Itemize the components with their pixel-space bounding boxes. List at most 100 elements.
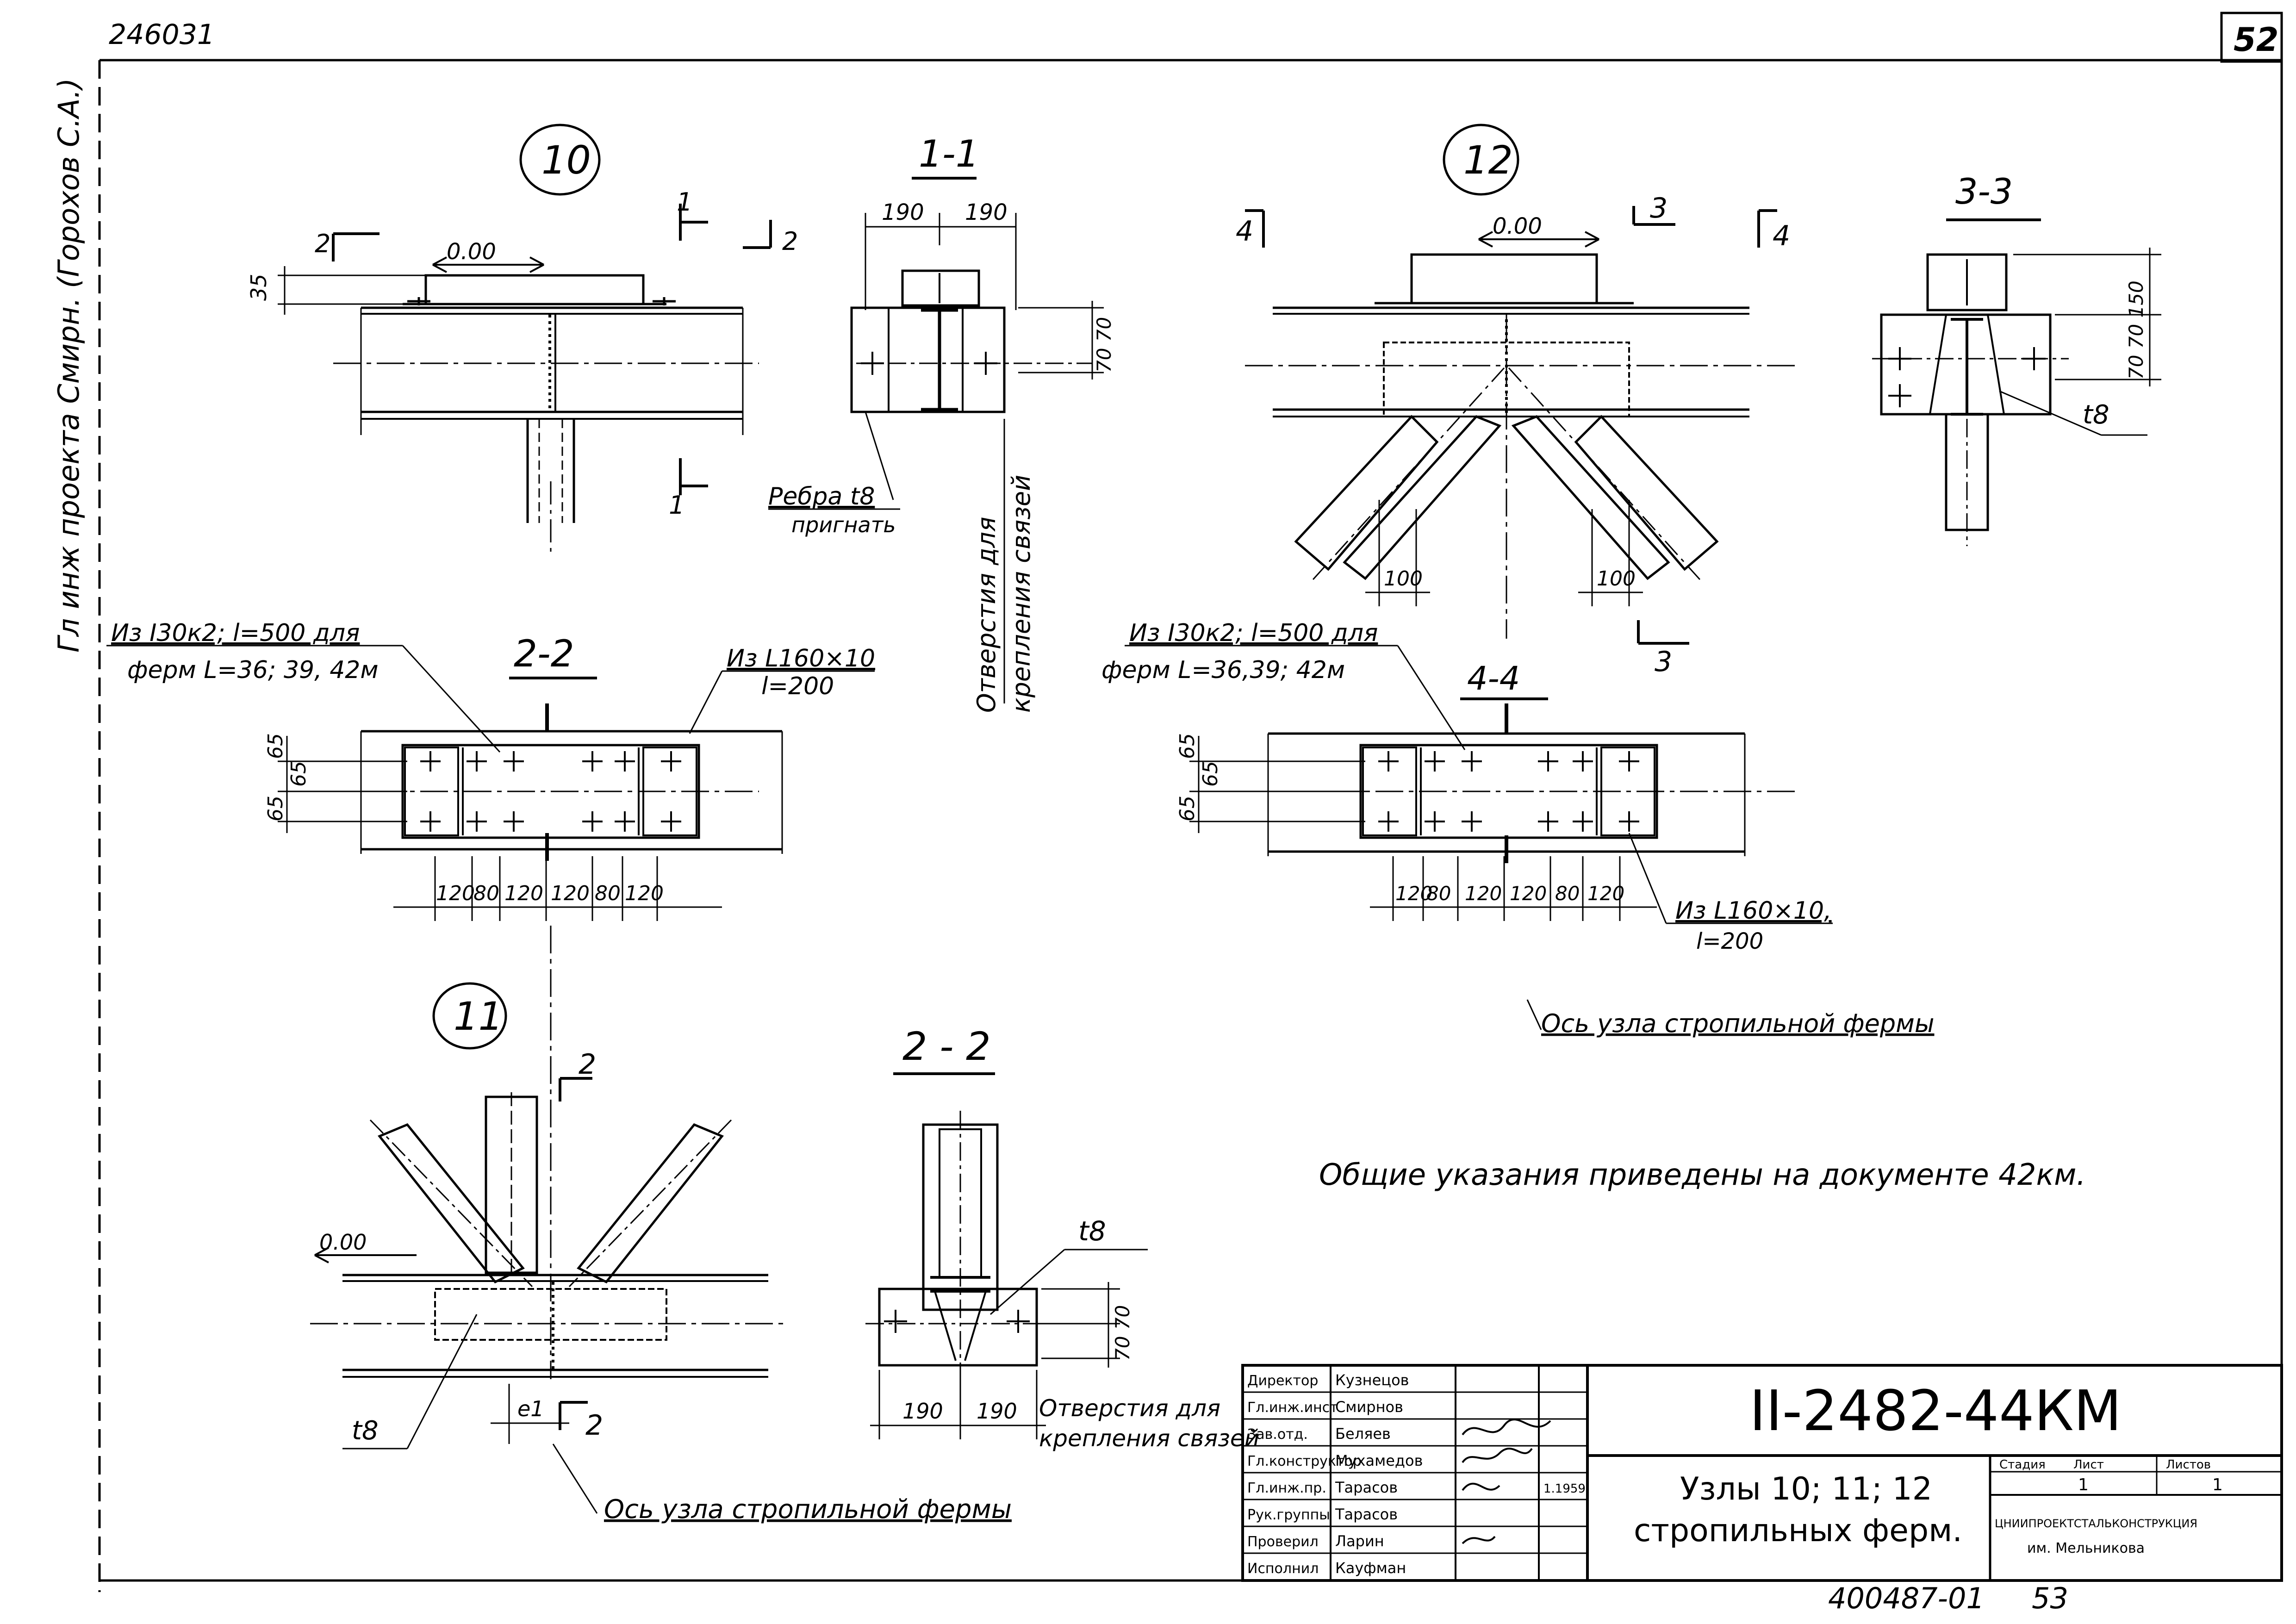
tb-role-2: Зав.отд.: [1247, 1426, 1308, 1443]
section-2-2-top: 2-2 Из I30к2; l=500 для ферм L=36; 39, 4…: [106, 619, 875, 921]
tb-stage-header: Стадия: [1999, 1458, 2046, 1472]
section-2-2-bottom-holes-note-1: Отверстия для: [1039, 1395, 1220, 1422]
section-4-4-dim-0: 120: [1395, 882, 1432, 905]
bolt-mark: [615, 751, 635, 772]
section-1-1-holes-note-2: крепления связей: [1007, 475, 1036, 713]
section-2-2-top-dim-left-2: 65: [264, 796, 287, 821]
node-11-level: 0.00: [319, 1230, 367, 1255]
sheet-frame: [98, 12, 2283, 1592]
sheet-number: 52: [2234, 21, 2278, 59]
section-2-2-top-dim-5: 120: [625, 882, 664, 905]
tb-name-4: Тарасов: [1335, 1479, 1398, 1496]
node-11-cut-2-top: 2: [579, 1048, 596, 1081]
node-12-label: 12: [1463, 137, 1513, 183]
section-1-1-rib-label: Ребра t8: [768, 483, 875, 510]
bolt-mark: [1462, 811, 1482, 832]
node-12-cut-4-left: 4: [1236, 215, 1253, 248]
side-note: Гл инж проекта Смирн. (Горохов С.А.): [52, 78, 86, 653]
section-2-2-top-note-right-2: l=200: [761, 672, 834, 700]
bolt-mark: [1538, 811, 1558, 832]
tb-name-0: Кузнецов: [1335, 1371, 1409, 1389]
bolt-mark: [420, 811, 441, 832]
section-3-3: 3-3 70 70 150 t8: [1872, 171, 2161, 546]
tb-org-line-2: им. Мельникова: [2027, 1540, 2145, 1556]
title-block-rows: [1243, 1391, 1587, 1554]
section-4-4: 4-4 Из I30к2; l=500 для ферм L=36,39; 42…: [1101, 619, 1934, 1038]
node-10-cut-1-bottom: 1: [669, 491, 684, 520]
node-11-circle: [432, 982, 507, 1050]
section-1-1-holes-note-1: Отверстия для: [972, 516, 1001, 713]
tb-role-6: Проверил: [1247, 1534, 1319, 1550]
tb-role-0: Директор: [1247, 1373, 1318, 1389]
node-10-cut-2-right: 2: [782, 227, 798, 256]
title-block: Директор Гл.инж.инст Зав.отд. Гл.констру…: [1241, 1364, 2283, 1582]
tb-role-7: Исполнил: [1247, 1561, 1319, 1577]
section-1-1-title: 1-1: [919, 132, 979, 175]
section-3-3-title: 3-3: [1955, 171, 2013, 212]
bottom-page: 53: [2032, 1581, 2068, 1615]
section-4-4-dim-left-1: 65: [1199, 761, 1222, 787]
section-2-2-bottom-rib: t8: [1078, 1215, 1106, 1247]
node-10-circle: [519, 124, 601, 196]
section-4-4-note-right-1: Из L160×10,: [1675, 897, 1832, 925]
bolt-mark: [582, 811, 603, 832]
section-2-2-top-note-left-2: ферм L=36; 39, 42м: [127, 656, 379, 684]
node-12-circle: [1443, 124, 1519, 196]
section-1-1-dim-vert: 70 70: [1093, 317, 1115, 373]
bolt-mark: [504, 751, 524, 772]
section-2-2-bottom-dim-vert: 70 70: [1111, 1305, 1134, 1361]
bolt-mark: [504, 811, 524, 832]
tb-org-line-1: ЦНИИПРОЕКТСТАЛЬКОНСТРУКЦИЯ: [1995, 1517, 2197, 1530]
bolt-mark: [1378, 751, 1399, 772]
bolt-mark: [467, 751, 487, 772]
tb-sheets-header: Листов: [2166, 1458, 2211, 1472]
bolt-mark: [467, 811, 487, 832]
section-4-4-dim-5: 120: [1587, 882, 1624, 905]
section-4-4-note-left-1: Из I30к2; l=500 для: [1129, 619, 1378, 647]
section-4-4-dim-1: 80: [1426, 882, 1451, 905]
node-12-cut-3-bottom: 3: [1655, 646, 1672, 678]
section-4-4-note-right-2: l=200: [1696, 928, 1763, 954]
section-2-2-bottom-dim-right: 190: [977, 1399, 1017, 1424]
node-10-view: 10 0.00 35 2 2: [246, 124, 798, 555]
section-2-2-top-dim-4: 80: [595, 882, 621, 905]
section-2-2-top-dim-left-0: 65: [264, 733, 287, 759]
section-2-2-bottom-title: 2 - 2: [902, 1024, 991, 1069]
section-2-2-top-dim-2: 120: [504, 882, 543, 905]
node-11-cut-2-bottom: 2: [585, 1409, 603, 1442]
node-11-label: 11: [454, 994, 503, 1039]
bolt-mark: [1573, 811, 1593, 832]
section-1-1: 1-1 190 190 70 70 Ребра t8 пригнать Отве…: [768, 132, 1115, 713]
bolt-mark: [1425, 751, 1445, 772]
bolt-mark: [661, 811, 681, 832]
tb-date-fragment: 1.1959: [1543, 1482, 1586, 1496]
bolt-mark: [582, 751, 603, 772]
tb-role-4: Гл.инж.пр.: [1247, 1480, 1326, 1496]
bolt-mark: [615, 811, 635, 832]
section-4-4-dim-3: 120: [1510, 882, 1547, 905]
section-1-1-dim-right: 190: [965, 199, 1008, 225]
section-2-2-top-dim-left-1: 65: [287, 761, 311, 787]
section-3-3-dim-vert: 70 70 150: [2125, 280, 2147, 380]
tb-name-1: Смирнов: [1335, 1398, 1403, 1416]
node-11-rib: t8: [352, 1416, 379, 1446]
node-12-level: 0.00: [1493, 213, 1542, 239]
section-4-4-dim-2: 120: [1465, 882, 1502, 905]
node-12-view: 12 0.00 100 100 4: [1236, 124, 1800, 678]
node-10-cut-2-left: 2: [315, 229, 330, 258]
section-2-2-top-note-left-1: Из I30к2; l=500 для: [111, 619, 360, 647]
node-10-level: 0.00: [447, 239, 496, 265]
section-2-2-top-title: 2-2: [514, 632, 574, 675]
bolt-mark: [1619, 751, 1639, 772]
section-2-2-top-dim-3: 120: [551, 882, 590, 905]
bolt-mark: [1462, 751, 1482, 772]
bolt-mark: [1425, 811, 1445, 832]
section-4-4-dim-left-0: 65: [1176, 733, 1199, 759]
section-4-4-dim-4: 80: [1555, 882, 1580, 905]
node-12-cut-4-right: 4: [1773, 220, 1790, 252]
section-4-4-dim-left-2: 65: [1176, 796, 1199, 821]
node-12-dim-right: 100: [1597, 567, 1636, 591]
node-11-dim-e: e1: [517, 1396, 544, 1421]
node-10-label: 10: [541, 137, 591, 183]
